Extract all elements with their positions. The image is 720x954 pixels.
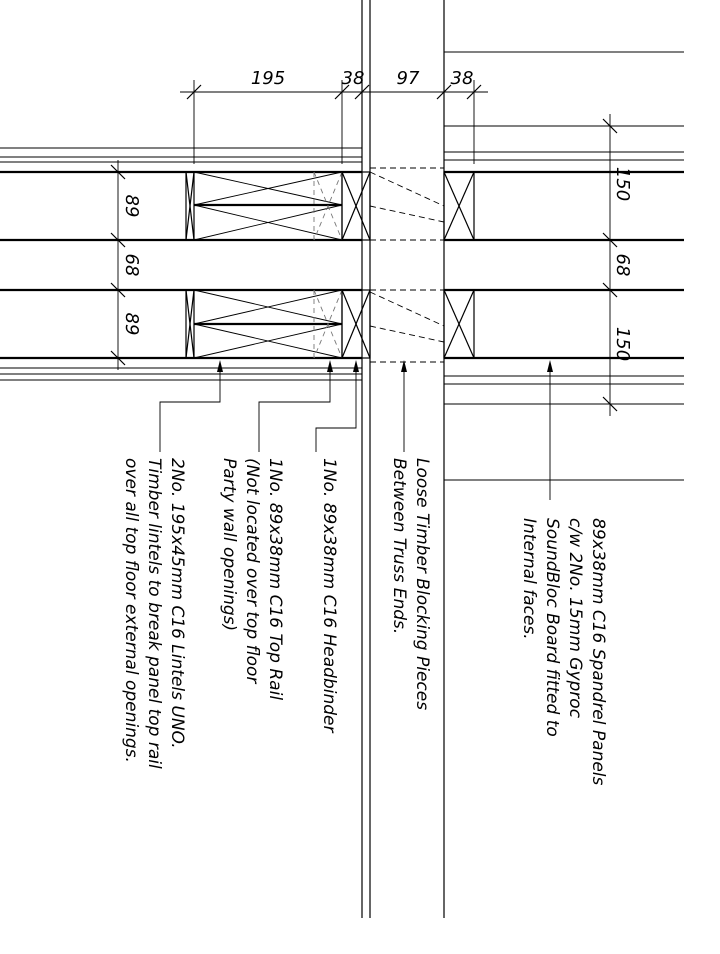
note-lintels: 2No. 195x45mm C16 Lintels UNO. Timber li… xyxy=(121,458,187,769)
right-dimension-chain: 150 68 150 xyxy=(602,114,633,416)
note-lintels-line-3: over all top floor external openings. xyxy=(121,458,141,763)
dim-150-lower: 150 xyxy=(612,327,633,361)
dim-38-left: 38 xyxy=(342,68,365,89)
dim-38-right: 38 xyxy=(451,68,474,89)
lower-spandrel-panel xyxy=(185,289,371,359)
note-toprail-line-1: 1No. 89x38mm C16 Top Rail xyxy=(265,458,285,700)
dim-150-upper: 150 xyxy=(612,167,633,201)
loose-blocking-dashed xyxy=(369,167,445,363)
note-spandrel-line-2: c/w 2No. 15mm Gyproc xyxy=(565,518,585,719)
top-dimension-chain: 195 38 97 38 xyxy=(180,68,488,164)
note-lintels-line-1: 2No. 195x45mm C16 Lintels UNO. xyxy=(167,458,187,749)
dim-89-upper: 89 xyxy=(121,195,142,218)
right-layer-lines xyxy=(444,51,684,481)
dim-68-right: 68 xyxy=(612,254,633,277)
note-spandrel-line-4: Internal faces. xyxy=(519,518,539,640)
note-blocking-line-2: Between Truss Ends. xyxy=(389,458,409,634)
note-top-rail: 1No. 89x38mm C16 Top Rail (Not located o… xyxy=(219,458,285,700)
dim-68-left: 68 xyxy=(121,254,142,277)
party-wall-lines xyxy=(361,0,445,918)
note-toprail-line-3: Party wall openings) xyxy=(219,458,239,631)
note-spandrel-line-3: SoundBloc Board fitted to xyxy=(542,518,562,737)
note-spandrel-panels: 89x38mm C16 Spandrel Panels c/w 2No. 15m… xyxy=(519,518,608,786)
right-timber-members xyxy=(443,171,475,359)
left-layer-lines xyxy=(0,147,362,381)
leader-lines xyxy=(159,360,553,500)
note-loose-blocking: Loose Timber Blocking Pieces Between Tru… xyxy=(389,458,432,710)
note-blocking-line-1: Loose Timber Blocking Pieces xyxy=(412,458,432,710)
dim-97: 97 xyxy=(397,68,420,89)
note-lintels-line-2: Timber lintels to break panel top rail xyxy=(144,458,164,769)
upper-spandrel-panel xyxy=(185,171,371,241)
dim-195: 195 xyxy=(251,68,285,89)
left-dimension-chain: 89 68 89 xyxy=(110,160,142,370)
dim-89-lower: 89 xyxy=(121,313,142,336)
note-toprail-line-2: (Not located over top floor xyxy=(242,458,262,684)
note-headbinder-line-1: 1No. 89x38mm C16 Headbinder xyxy=(319,458,339,733)
note-headbinder: 1No. 89x38mm C16 Headbinder xyxy=(319,458,339,733)
note-spandrel-line-1: 89x38mm C16 Spandrel Panels xyxy=(588,518,608,786)
